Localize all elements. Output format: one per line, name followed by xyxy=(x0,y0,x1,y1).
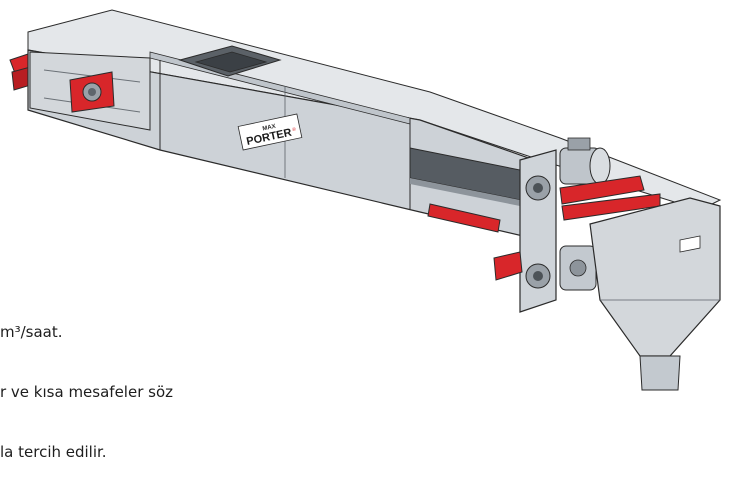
head-drive-housing xyxy=(519,149,557,313)
discharge-hopper xyxy=(589,197,721,391)
product-illustration: MAX PORTER ® xyxy=(9,9,722,391)
logo-mark-text: ® xyxy=(291,126,296,134)
chain-conveyor-drawing: MAX PORTER ® xyxy=(9,9,722,391)
description-line-2: r ve kısa mesafeler söz xyxy=(0,383,173,401)
drive-motor xyxy=(559,137,611,185)
middle-red-rail xyxy=(427,203,501,233)
gearbox xyxy=(559,245,597,291)
logo-top-text: MAX xyxy=(262,124,276,133)
description-line-3: la tercih edilir. xyxy=(0,443,107,461)
inlet-hopper xyxy=(178,45,282,77)
front-red-bracket xyxy=(493,251,523,281)
description-text: m³/saat. r ve kısa mesafeler söz la terc… xyxy=(0,282,173,482)
tail-bearing-unit xyxy=(69,71,115,113)
description-line-1: m³/saat. xyxy=(0,323,63,341)
